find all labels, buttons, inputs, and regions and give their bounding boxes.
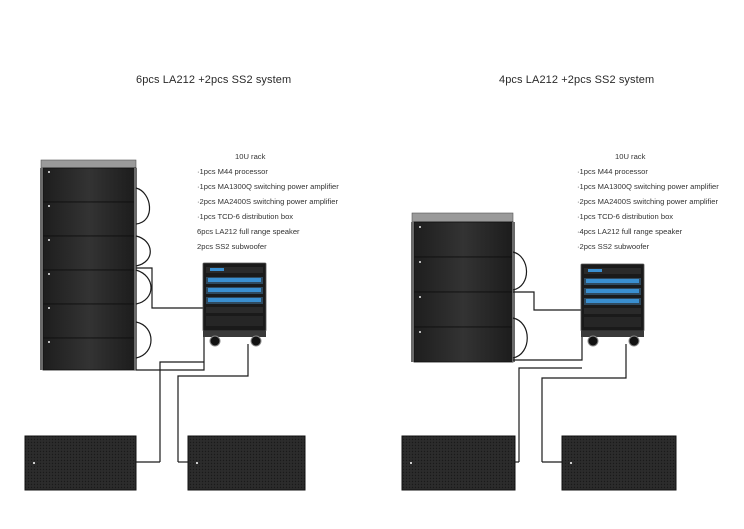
right-line-array [411,212,515,363]
ss2-subwoofer [24,435,137,491]
la212-speaker [42,167,137,203]
right-spec-item: ·2pcs SS2 subwoofer [577,242,650,251]
left-equipment-rack [202,262,267,347]
la212-speaker [413,326,514,363]
ss2-subwoofer [561,435,677,491]
la212-speaker [42,269,137,305]
right-spec-item: ·1pcs M44 processor [577,167,648,176]
left-spec-item: ·1pcs TCD-6 distribution box [197,212,294,221]
right-system-title: 4pcs LA212 +2pcs SS2 system [499,74,655,86]
right-equipment-rack [580,263,645,347]
left-spec-item: 6pcs LA212 full range speaker [197,227,300,236]
right-spec-item: ·2pcs MA2400S switching power amplifier [577,197,718,206]
left-spec-item: ·2pcs MA2400S switching power amplifier [197,197,338,206]
la212-speaker [42,235,137,271]
left-line-array [40,159,137,371]
la212-speaker [42,303,137,339]
right-spec-item: ·1pcs MA1300Q switching power amplifier [577,182,719,191]
right-spec-item: ·4pcs LA212 full range speaker [577,227,683,236]
la212-speaker [42,201,137,237]
la212-speaker [413,256,514,293]
left-spec-item: ·1pcs M44 processor [197,167,268,176]
la212-speaker [413,291,514,328]
left-system-title: 6pcs LA212 +2pcs SS2 system [136,74,292,86]
right-spec-item: ·1pcs TCD-6 distribution box [577,212,674,221]
left-spec-list: 10U rack ·1pcs M44 processor ·1pcs MA130… [197,149,339,254]
la212-speaker [413,221,514,258]
ss2-subwoofer [187,435,306,491]
left-spec-item: ·1pcs MA1300Q switching power amplifier [197,182,339,191]
right-rack-label: 10U rack [615,152,646,161]
ss2-subwoofer [401,435,516,491]
la212-speaker [42,337,137,371]
left-spec-item: 2pcs SS2 subwoofer [197,242,267,251]
right-spec-list: 10U rack ·1pcs M44 processor ·1pcs MA130… [577,149,719,254]
left-rack-label: 10U rack [235,152,266,161]
